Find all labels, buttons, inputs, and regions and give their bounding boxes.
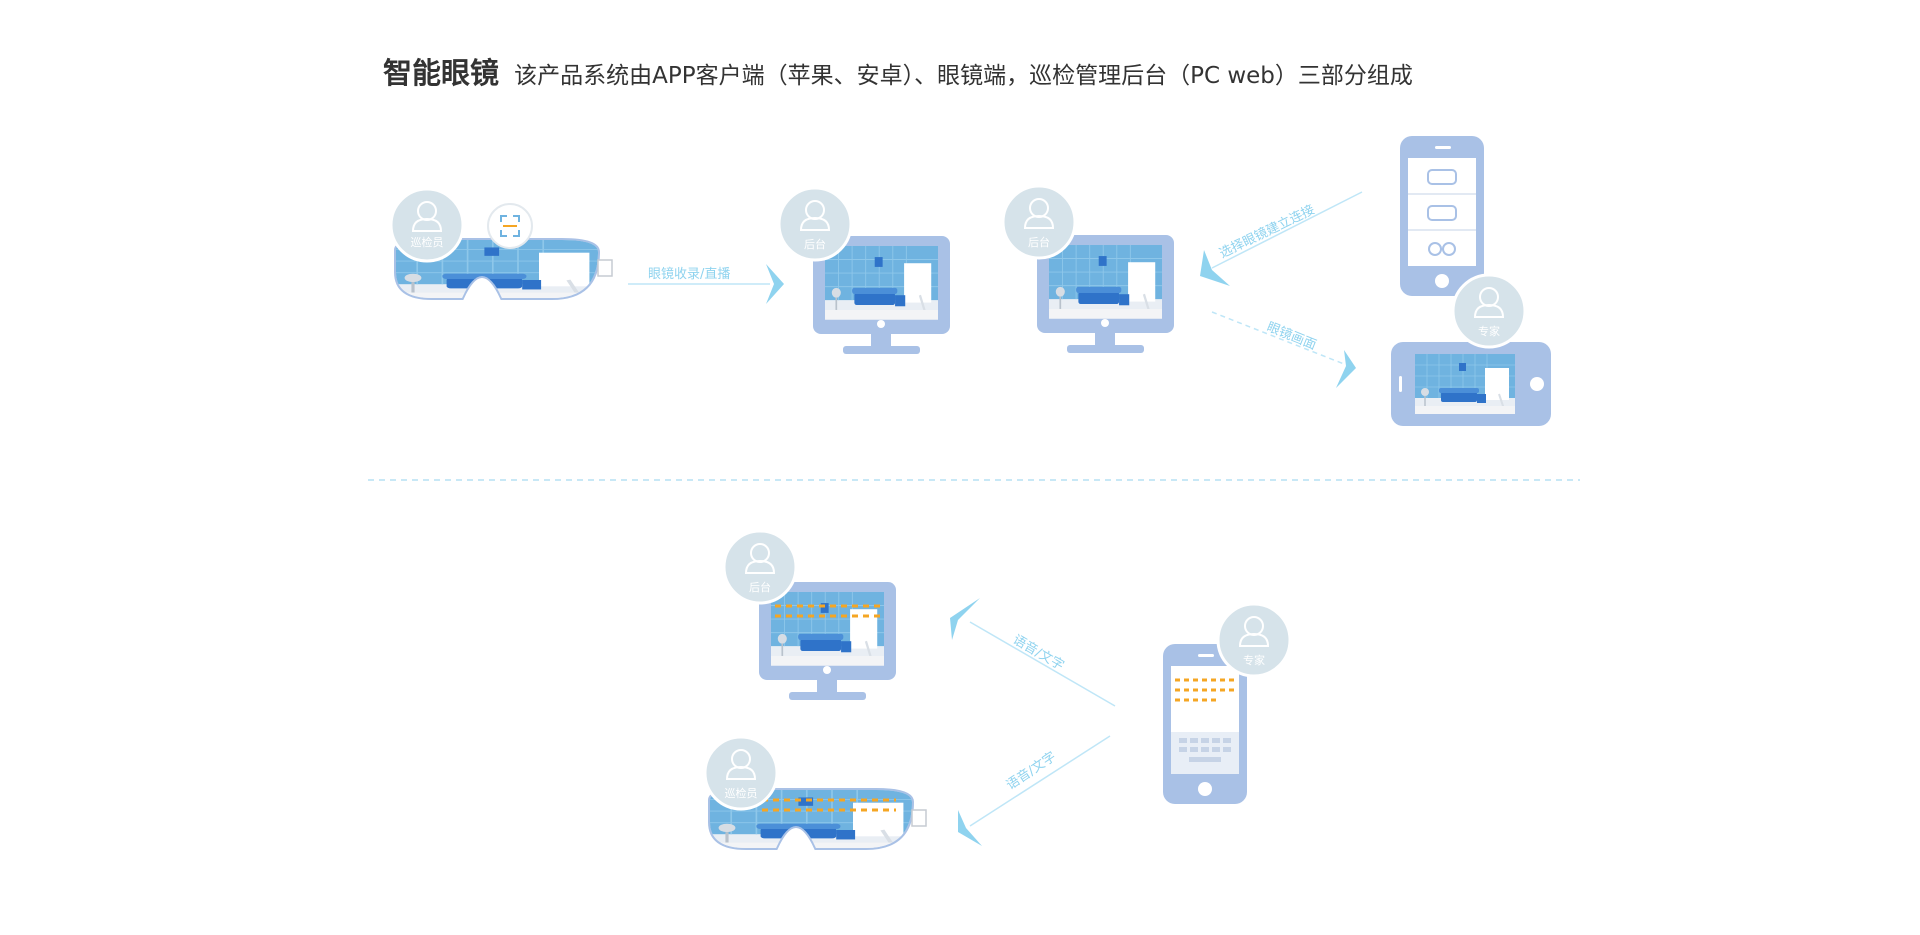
backend-avatar-1: 后台 [777, 186, 853, 262]
backend-monitor-1 [813, 236, 950, 354]
inspector-avatar: 巡检员 [389, 187, 465, 263]
scan-icon [487, 203, 533, 249]
inspector-label-2: 巡检员 [725, 786, 758, 800]
glasses-icon-2 [1427, 205, 1457, 221]
flow-voice-text-top: 语音/文字 [950, 598, 1116, 707]
backend-label-1: 后台 [804, 237, 826, 251]
expert-phone-landscape [1391, 342, 1551, 426]
glasses-icon-1 [1427, 169, 1457, 185]
backend-label-3: 后台 [749, 580, 771, 594]
flow-glasses-view: 眼镜画面 [1211, 311, 1356, 388]
backend-avatar-3: 后台 [722, 529, 798, 605]
expert-phone-chat [1163, 644, 1247, 804]
flow-label-select-connect: 选择眼镜建立连接 [1217, 202, 1318, 262]
expert-avatar-2: 专家 [1216, 602, 1292, 678]
flow-select-connect: 选择眼镜建立连接 [1200, 191, 1363, 286]
expert-label-1: 专家 [1478, 324, 1500, 338]
backend-label-2: 后台 [1028, 235, 1050, 249]
expert-phone-glasses-list [1400, 136, 1484, 296]
inspector-avatar-2: 巡检员 [703, 735, 779, 811]
title-subtitle: 该产品系统由APP客户端（苹果、安卓）、眼镜端，巡检管理后台（PC web）三部… [514, 63, 1413, 89]
flow-label-glasses-view: 眼镜画面 [1265, 320, 1319, 353]
flow-label-voice-text-top: 语音/文字 [1010, 632, 1067, 674]
title-main: 智能眼镜 [383, 56, 500, 90]
flow-voice-text-bottom: 语音/文字 [958, 735, 1111, 846]
expert-avatar-1: 专家 [1451, 273, 1527, 349]
flow-receive-live: 眼镜收录/直播 [628, 264, 784, 304]
flow-label-receive-live: 眼镜收录/直播 [648, 267, 730, 282]
expert-label-2: 专家 [1243, 653, 1265, 667]
backend-monitor-3 [759, 582, 896, 700]
glasses-icon-3 [1428, 242, 1456, 256]
backend-avatar-2: 后台 [1001, 184, 1077, 260]
page-title: 智能眼镜 该产品系统由APP客户端（苹果、安卓）、眼镜端，巡检管理后台（PC w… [383, 50, 1413, 92]
inspector-label: 巡检员 [411, 235, 444, 249]
backend-monitor-2 [1037, 235, 1174, 353]
